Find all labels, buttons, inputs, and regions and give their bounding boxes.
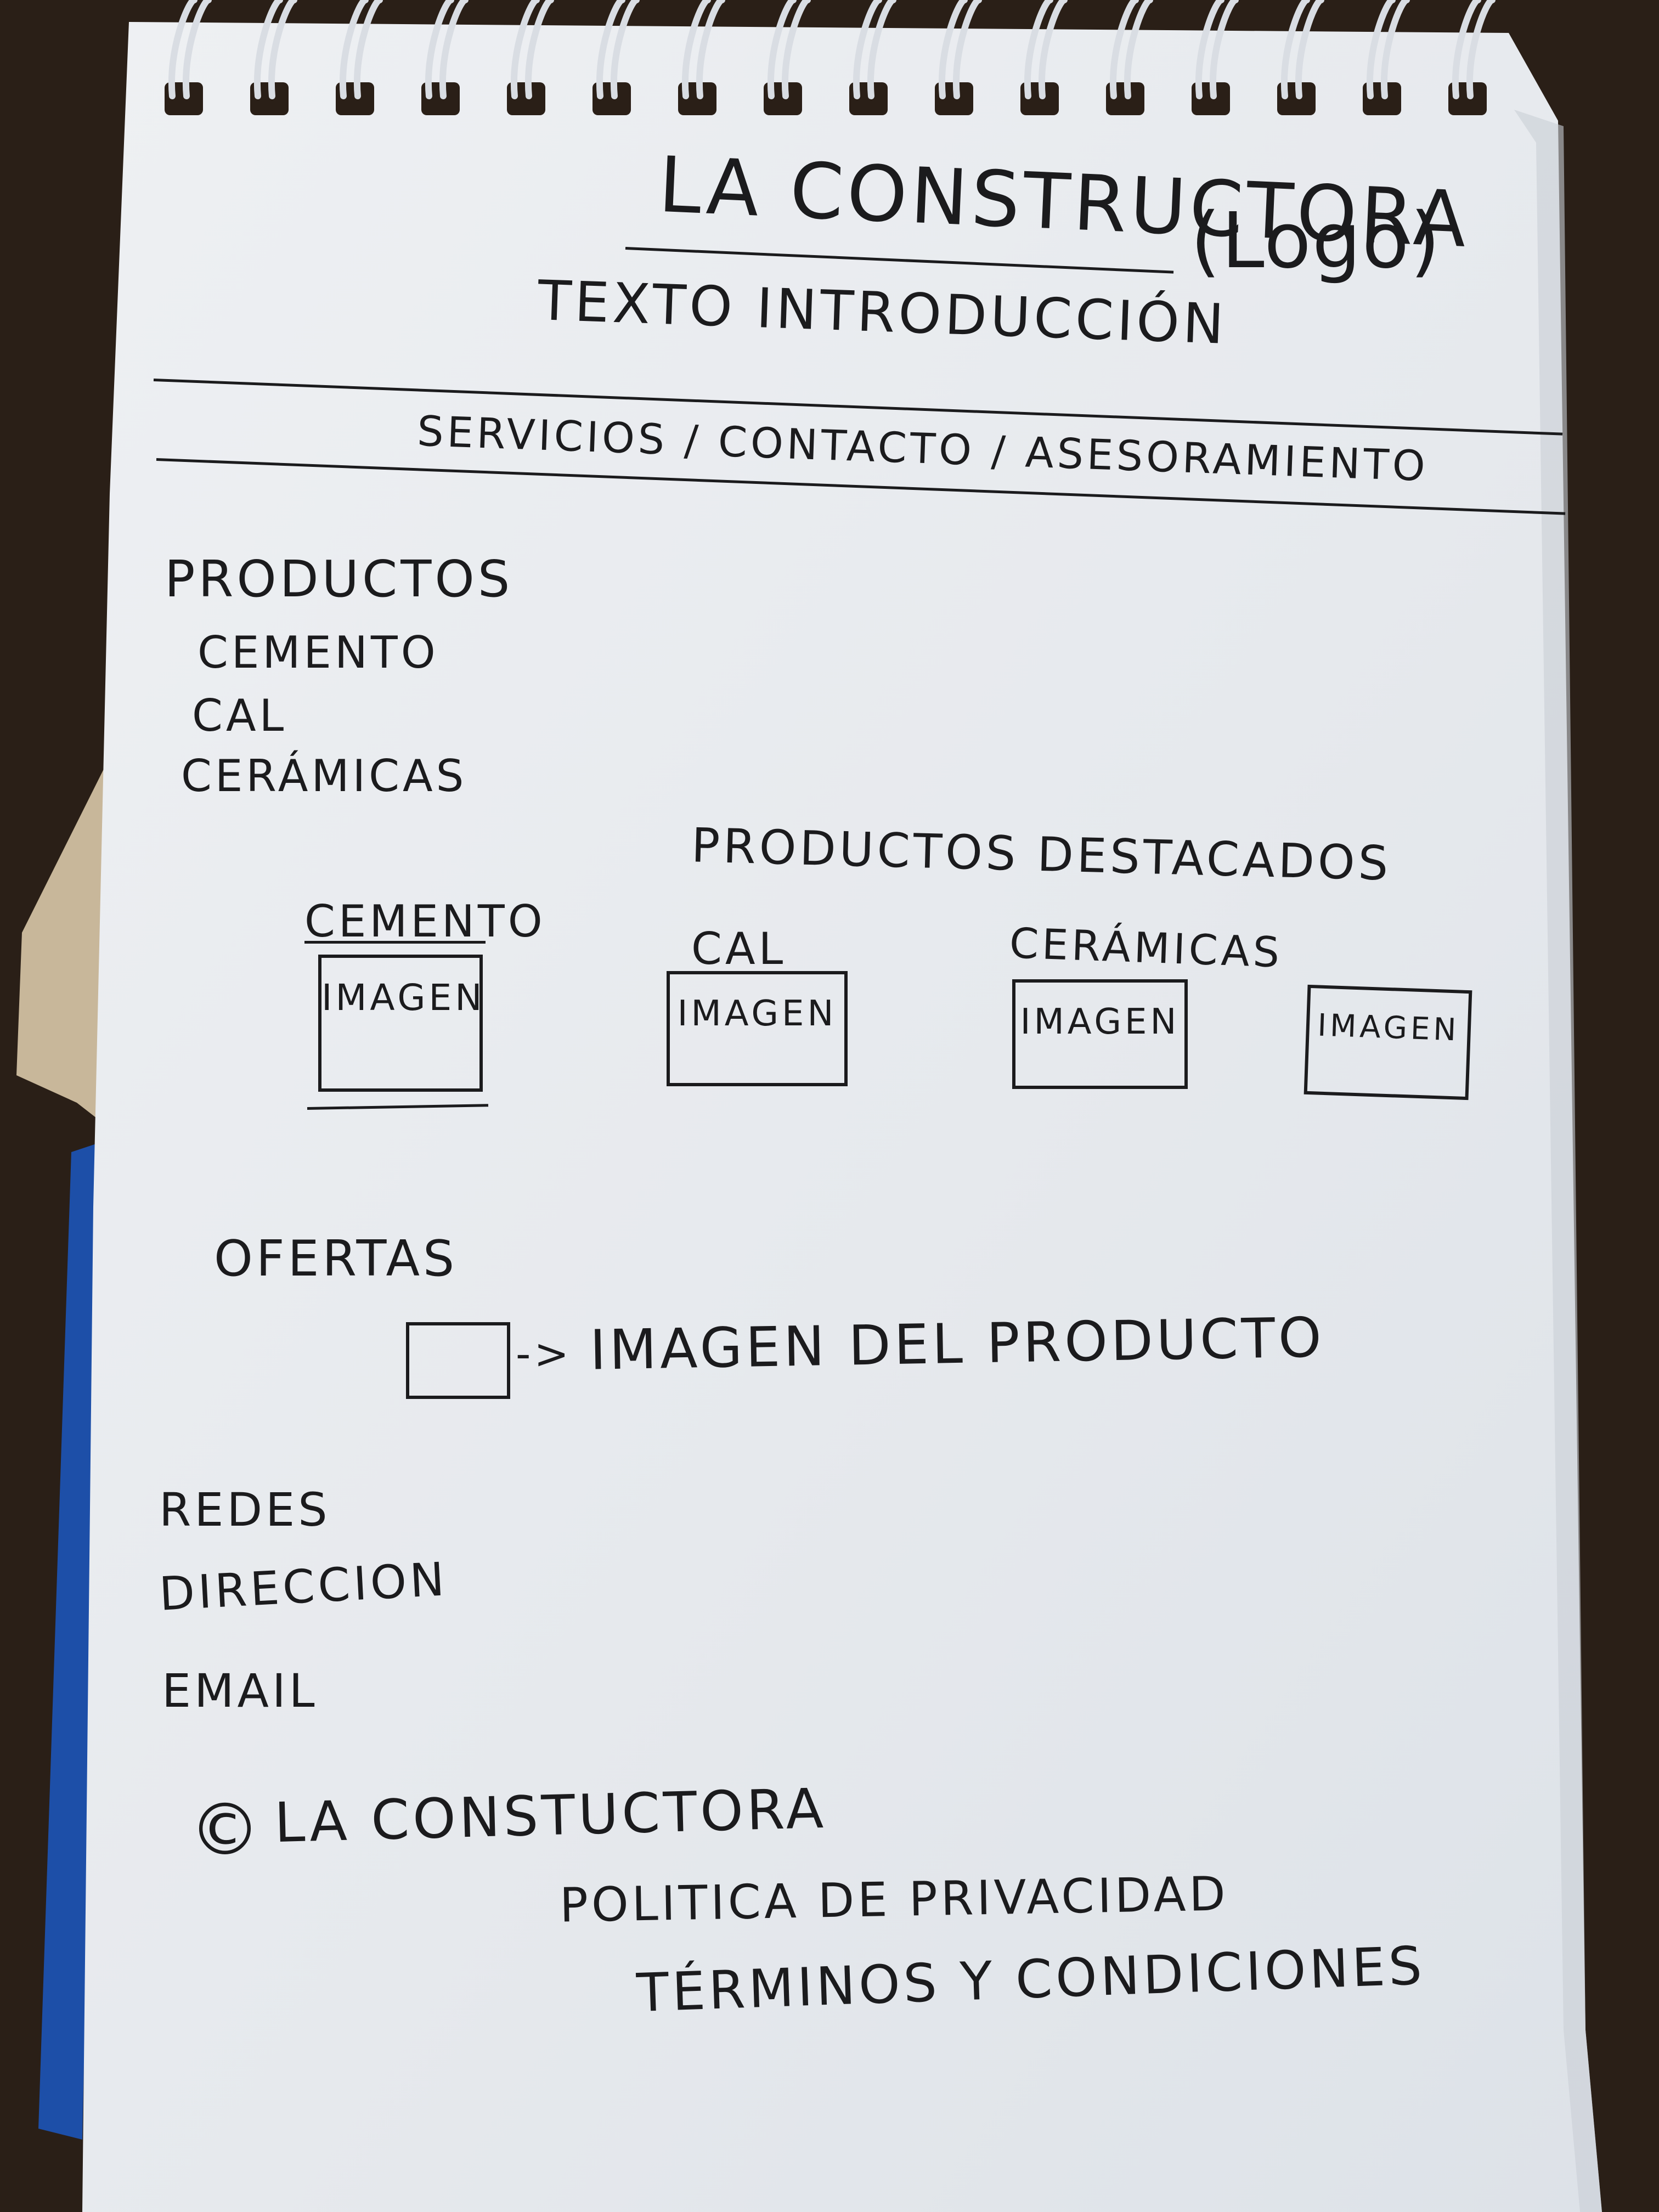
spiral-ring <box>510 0 540 99</box>
featured-image-label: IMAGEN <box>677 994 837 1034</box>
footer-email: EMAIL <box>162 1664 318 1718</box>
paper-sheet <box>82 22 1602 2212</box>
featured-label-cal: CAL <box>691 923 787 974</box>
spiral-ring <box>1380 0 1410 99</box>
spiral-ring <box>524 0 554 99</box>
products-heading: PRODUCTOS <box>165 550 514 608</box>
spiral-ring <box>696 0 725 99</box>
spiral-ring <box>168 0 198 99</box>
offer-image-box <box>406 1322 510 1399</box>
featured-image-extra: IMAGEN <box>1304 984 1472 1101</box>
spiral-ring <box>781 0 811 99</box>
spiral-ring <box>1038 0 1068 99</box>
footer-direccion: DIRECCION <box>157 1552 449 1621</box>
product-item-cemento: CEMENTO <box>198 627 439 678</box>
featured-image-cal: IMAGEN <box>667 971 848 1086</box>
spiral-ring <box>1366 0 1396 99</box>
featured-image-cemento: IMAGEN <box>318 955 483 1092</box>
spiral-ring <box>596 0 625 99</box>
spiral-ring <box>1124 0 1153 99</box>
spiral-ring <box>1295 0 1324 99</box>
spiral-ring <box>1209 0 1239 99</box>
featured-image-label: IMAGEN <box>1317 1007 1460 1048</box>
spiral-ring <box>1109 0 1139 99</box>
featured-label-cemento: CEMENTO <box>304 896 546 947</box>
spiral-rings <box>165 0 1496 115</box>
spiral-ring <box>1466 0 1496 99</box>
spiral-ring <box>253 0 283 99</box>
spiral-binding <box>0 0 1659 143</box>
copyright-text: LA CONSTUCTORA <box>273 1776 828 1855</box>
featured-image-ceramicas: IMAGEN <box>1012 979 1188 1089</box>
featured-image-label: IMAGEN <box>321 977 486 1019</box>
spiral-ring <box>681 0 711 99</box>
copyright-symbol: © <box>189 1788 264 1871</box>
product-item-cal: CAL <box>192 690 287 741</box>
spiral-ring <box>610 0 640 99</box>
spiral-ring <box>439 0 469 99</box>
featured-label-ceramicas: CERÁMICAS <box>1008 918 1284 977</box>
footer-redes: REDES <box>159 1483 331 1537</box>
spiral-ring <box>1195 0 1224 99</box>
spiral-ring <box>268 0 297 99</box>
spiral-ring <box>182 0 212 99</box>
featured-underline-cemento <box>304 941 486 944</box>
offer-arrow: -> <box>516 1329 573 1378</box>
spiral-ring <box>952 0 982 99</box>
spiral-ring <box>1280 0 1310 99</box>
offer-text: IMAGEN DEL PRODUCTO <box>589 1305 1325 1383</box>
spiral-ring <box>867 0 896 99</box>
spiral-ring <box>938 0 968 99</box>
spiral-ring <box>353 0 383 99</box>
spiral-ring <box>767 0 797 99</box>
logo-note: (Logo) <box>1190 196 1441 286</box>
spiral-ring <box>1452 0 1481 99</box>
featured-image-label: IMAGEN <box>1020 1002 1180 1042</box>
spiral-ring <box>425 0 454 99</box>
paper-shadow <box>1514 110 1602 2212</box>
spiral-ring <box>1024 0 1053 99</box>
privacy-policy: POLITICA DE PRIVACIDAD <box>559 1866 1229 1933</box>
spiral-ring <box>853 0 882 99</box>
spiral-ring <box>339 0 369 99</box>
product-item-ceramicas: CERÁMICAS <box>181 751 467 802</box>
offers-heading: OFERTAS <box>214 1230 458 1288</box>
